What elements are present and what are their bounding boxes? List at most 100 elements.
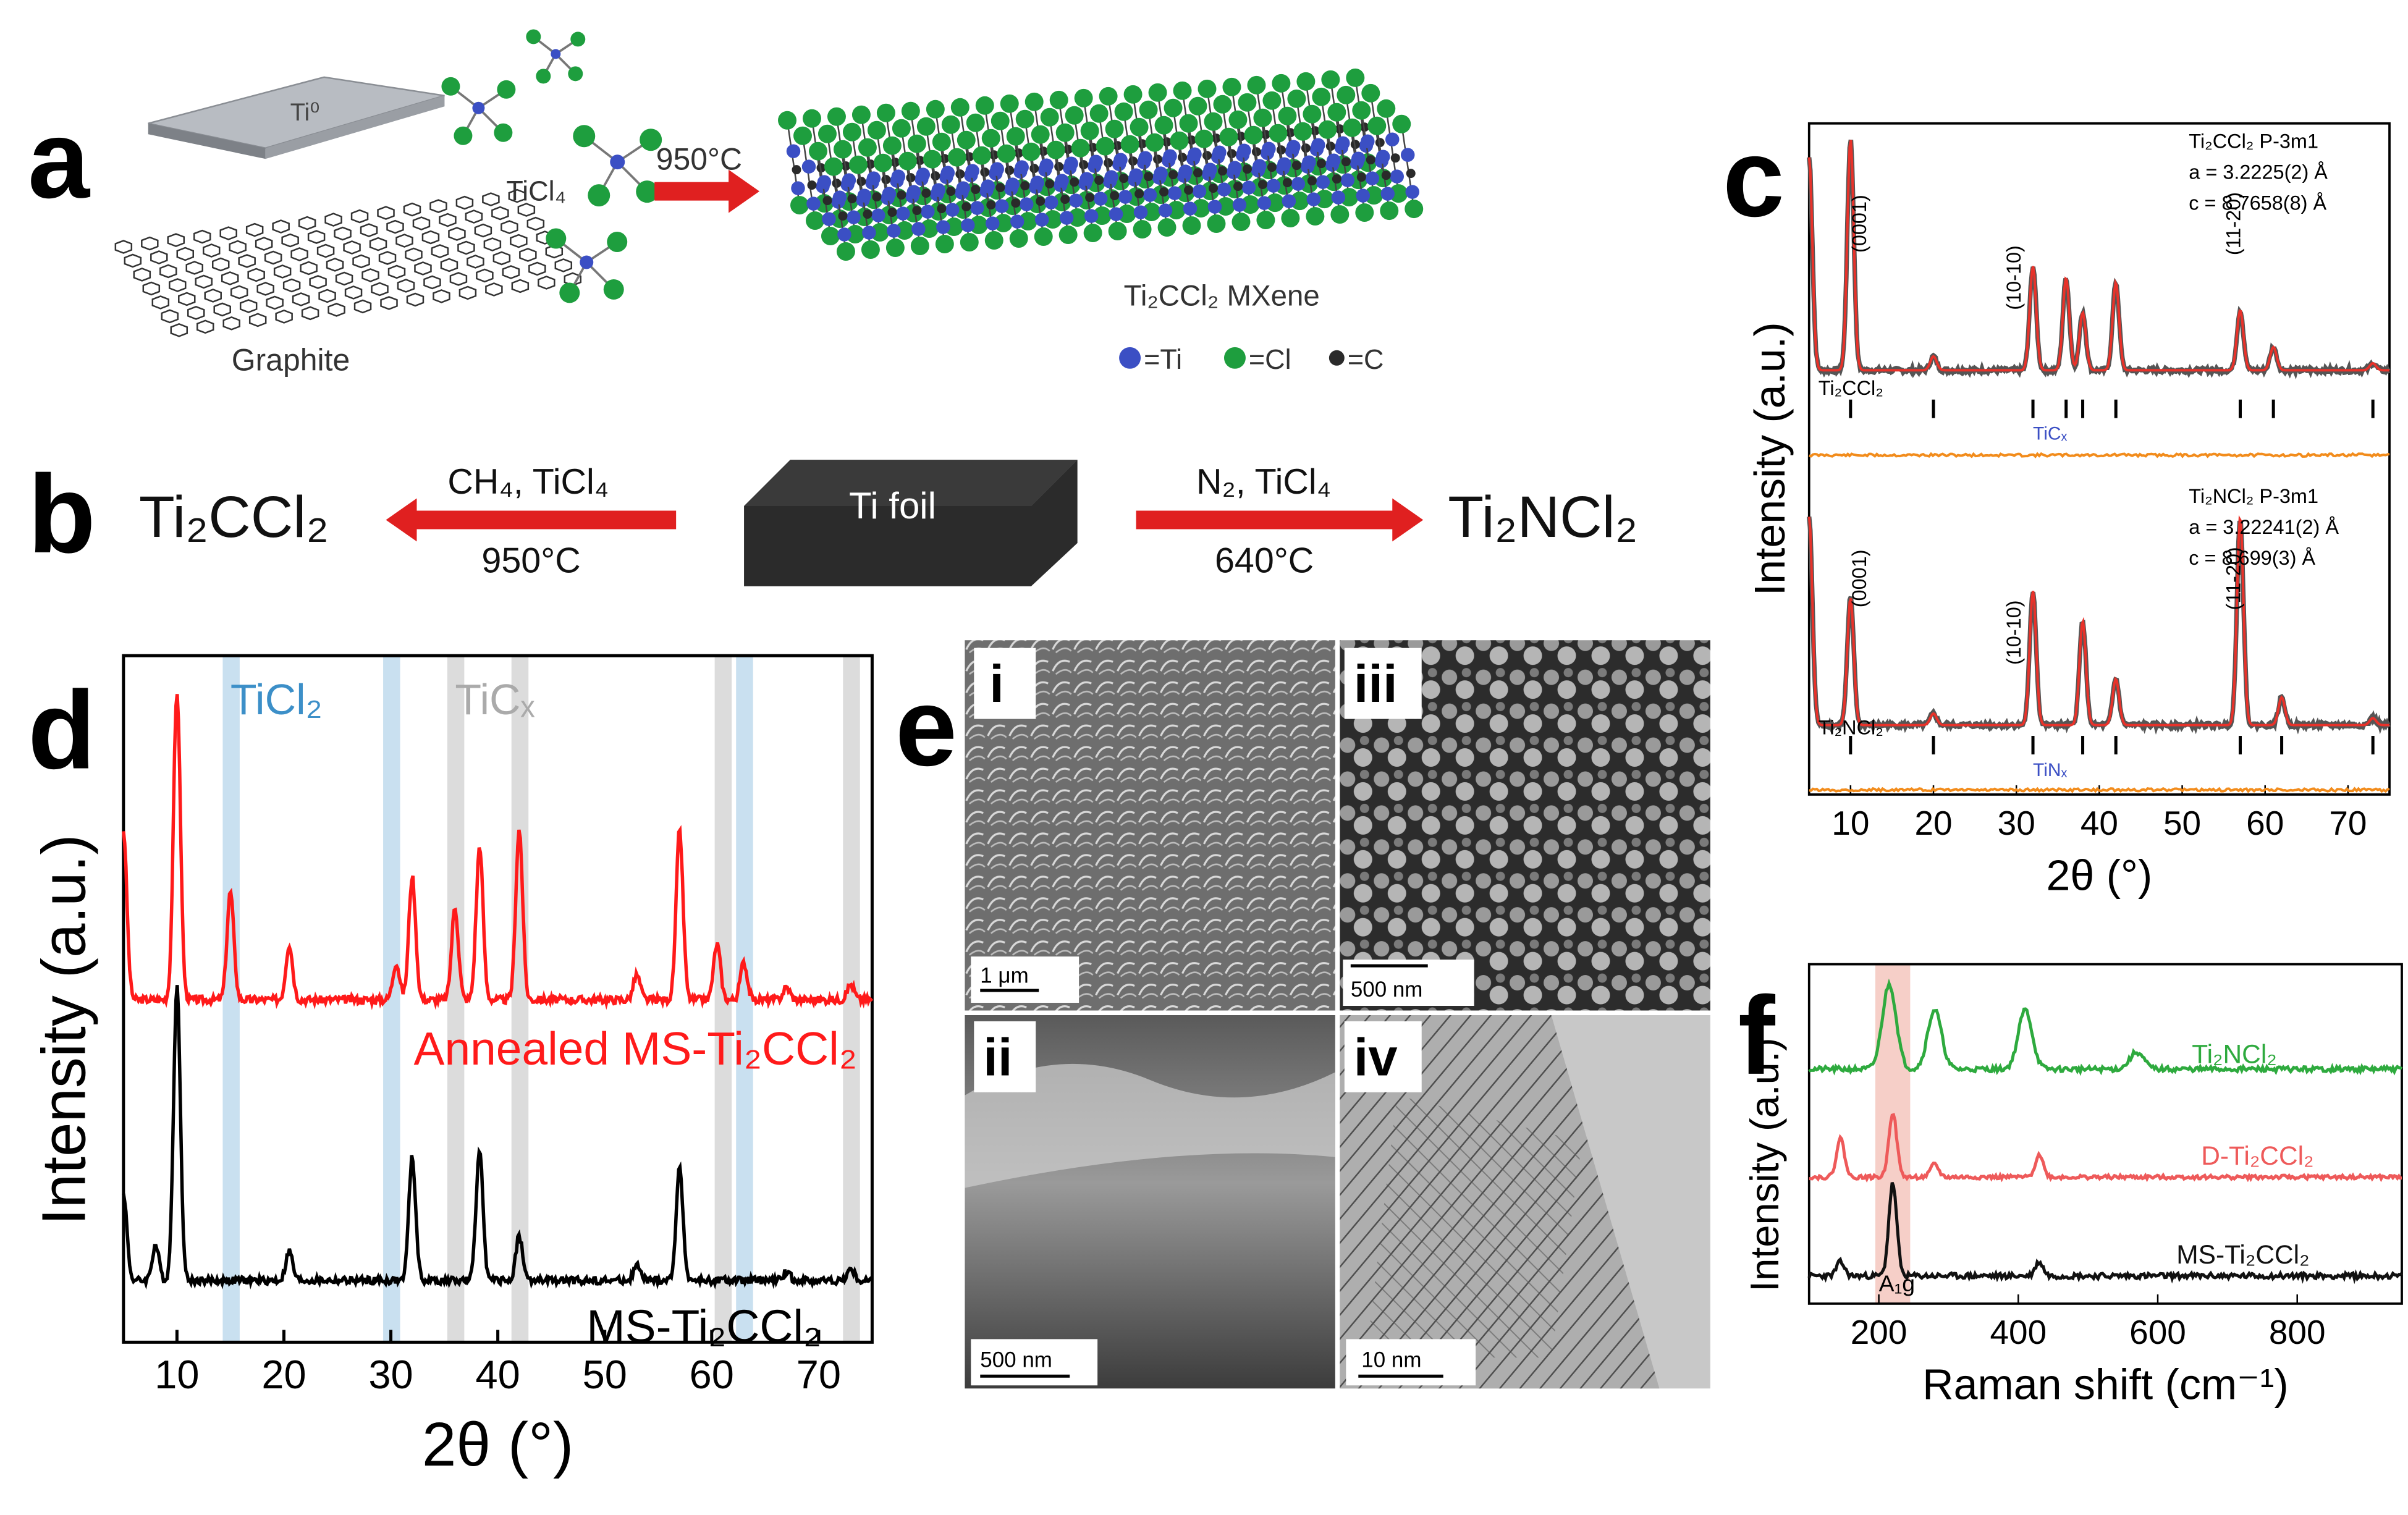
mxene-cl-atom <box>1074 88 1093 108</box>
graphite-hex <box>170 323 188 337</box>
mxene-ti-atom <box>1113 153 1128 167</box>
legend-ti: =Ti <box>1144 344 1182 375</box>
panel-label-e: e <box>895 666 957 790</box>
graphite-hex <box>245 222 264 237</box>
mxene-cl-atom <box>1071 138 1090 158</box>
mxene-cl-atom <box>1231 213 1251 232</box>
chart-c-xtick-label: 40 <box>2081 804 2118 842</box>
mxene-ti-atom <box>1257 196 1272 210</box>
graphite-hex <box>526 216 545 231</box>
mxene-cl-atom <box>1392 114 1411 133</box>
chart-d-ticx-band <box>447 656 465 1343</box>
mxene-ti-atom <box>887 224 901 238</box>
chart-d-xtick-label: 70 <box>796 1352 841 1397</box>
mxene-cl-atom <box>1040 108 1059 127</box>
chart-c-impurity-label: TiCₓ <box>2033 424 2068 444</box>
mxene-c-atom <box>1307 176 1317 186</box>
graphite-hex <box>272 219 290 234</box>
mxene-label: Ti₂CCl₂ MXene <box>1124 279 1320 312</box>
mxene-ti-atom <box>1183 201 1198 216</box>
chart-f-series-line <box>1808 978 2403 1076</box>
mxene-cl-atom <box>901 101 920 120</box>
chart-d-ticl2-band <box>736 656 753 1343</box>
mxene-ti-atom <box>1167 186 1182 200</box>
mxene-ti-atom <box>857 188 872 203</box>
chart-d-xtick-label: 60 <box>690 1352 734 1397</box>
mxene-cl-atom <box>805 211 824 230</box>
mxene-ti-atom <box>1129 168 1143 182</box>
panel-label-c: c <box>1722 117 1785 241</box>
mxene-cl-atom <box>1089 104 1109 123</box>
mxene-ti-atom <box>1311 138 1325 152</box>
graphite-hex <box>369 237 387 251</box>
mxene-ti-atom <box>1138 151 1152 165</box>
mxene-cl-atom <box>935 235 954 253</box>
mxene-ti-atom <box>1068 193 1083 208</box>
mxene-c-atom <box>1070 177 1079 187</box>
mxene-cl-atom <box>1173 81 1192 100</box>
chart-d-ylabel: Intensity (a.u.) <box>30 834 98 1225</box>
chart-d-xtick-label: 40 <box>476 1352 520 1397</box>
cl-atom <box>573 125 596 148</box>
mxene-cl-atom <box>1194 129 1214 148</box>
panel-label-b: b <box>27 454 96 577</box>
ti-sheet-label: Ti⁰ <box>290 99 320 126</box>
chart-f-series-label: MS-Ti₂CCl₂ <box>2176 1240 2309 1269</box>
mxene-cl-atom <box>969 216 988 235</box>
legend-c: =C <box>1348 344 1384 375</box>
graphite-hex <box>176 247 195 261</box>
cl-atom <box>546 228 567 249</box>
arrow-left-bottom: 950°C <box>481 541 580 580</box>
scalebar-iv: 10 nm <box>1361 1348 1421 1372</box>
mxene-cl-atom <box>1099 87 1118 106</box>
graphite-hex <box>195 274 213 289</box>
mxene-ti-atom <box>906 185 921 199</box>
mxene-ti-atom <box>806 196 821 211</box>
mxene-cl-atom <box>1154 116 1173 135</box>
mxene-cl-atom <box>1179 114 1198 133</box>
mxene-ti-atom <box>945 203 960 217</box>
mxene-cl-atom <box>1241 195 1260 214</box>
graphite-hex <box>167 233 185 247</box>
mxene-cl-atom <box>1117 205 1136 224</box>
graphite-hex <box>387 264 406 279</box>
mxene-c-atom <box>995 183 1005 193</box>
graphite-hex <box>187 306 205 320</box>
graphite-hex <box>327 303 345 317</box>
mxene-ti-atom <box>970 201 984 215</box>
chart-f-xtick-label: 200 <box>1851 1313 1907 1351</box>
sublabel-iii: iii <box>1354 654 1398 713</box>
graphite-hex <box>298 216 316 230</box>
graphite-hex <box>350 209 369 224</box>
mxene-cl-atom <box>1096 137 1115 156</box>
mxene-ti-atom <box>1336 136 1350 150</box>
mxene-ti-atom <box>896 206 910 221</box>
mxene-cl-atom <box>1256 211 1275 230</box>
mxene-cl-atom <box>1290 192 1309 211</box>
chart-d-series-line <box>122 985 874 1290</box>
mxene-cl-atom <box>1346 68 1365 87</box>
mxene-cl-atom <box>876 103 895 122</box>
graphite-hex <box>545 244 564 259</box>
mxene-cl-atom <box>1034 227 1053 247</box>
graphite-hex <box>554 258 573 272</box>
mxene-c-atom <box>1366 155 1375 165</box>
mxene-ti-atom <box>1158 203 1173 217</box>
ti-atom <box>472 101 485 114</box>
micrograph-iv-lattice2 <box>1366 1095 1582 1358</box>
mxene-cl-atom <box>1355 203 1374 222</box>
legend-c-dot <box>1329 350 1345 366</box>
scalebar-iii: 500 nm <box>1351 977 1423 1002</box>
chart-d-xtick-label: 50 <box>583 1352 627 1397</box>
graphite-hex <box>202 243 221 258</box>
sublabel-i-bg <box>974 648 1036 719</box>
cl-atom <box>441 77 460 96</box>
mxene-cl-atom <box>1278 106 1297 125</box>
graphite-hex <box>423 275 441 290</box>
graphite-hex <box>229 240 247 255</box>
sublabel-ii-bg <box>974 1021 1036 1092</box>
chart-c-ylabel: Intensity (a.u.) <box>1746 322 1794 596</box>
mxene-cl-atom <box>845 225 864 244</box>
mxene-cl-atom <box>808 141 827 161</box>
mxene-cl-atom <box>778 111 797 130</box>
